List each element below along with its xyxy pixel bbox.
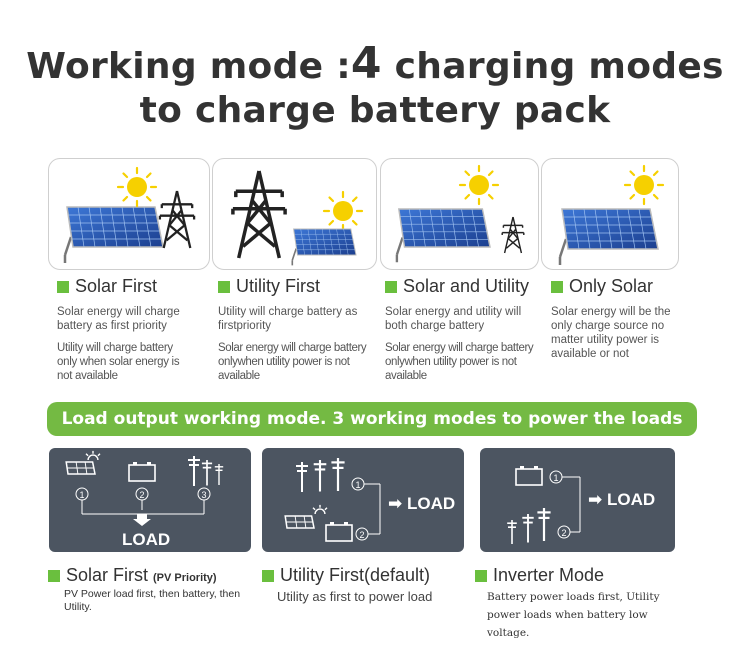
battery-icon <box>128 461 156 482</box>
green-square-icon <box>475 569 487 582</box>
load-mode-banner: Load output working mode. 3 working mode… <box>47 402 697 436</box>
green-square-icon <box>385 280 397 293</box>
svg-text:1: 1 <box>553 473 558 483</box>
mode-solar-and-utility-heading: Solar and Utility <box>385 276 529 297</box>
green-square-icon <box>48 569 60 582</box>
sun-icon <box>322 190 364 232</box>
arrow-right-icon: ➡ <box>388 494 403 513</box>
utility-pole-icon <box>312 458 328 493</box>
utility-pole-icon <box>536 506 552 543</box>
battery-icon <box>515 465 543 486</box>
load-mode-solar-first-desc: PV Power load first, then battery, then … <box>64 588 241 613</box>
utility-pole-icon <box>201 459 213 487</box>
load-mode-utility-first-heading: Utility First(default) <box>262 565 430 586</box>
sun-icon <box>85 450 101 461</box>
utility-pole-icon <box>521 513 535 544</box>
card-solar-and-utility <box>380 158 539 270</box>
load-label: ➡ LOAD <box>388 494 456 513</box>
green-square-icon <box>262 569 274 582</box>
load-mode-inverter-heading: Inverter Mode <box>475 565 604 586</box>
utility-pole-icon <box>295 461 309 493</box>
mode-solar-and-utility-desc2: Solar energy will charge battery onlywhe… <box>385 342 534 382</box>
mode-solar-first-desc1: Solar energy will charge battery as firs… <box>57 306 180 332</box>
svg-text:2: 2 <box>139 490 144 500</box>
mode-solar-first-desc2: Utility will charge battery only when so… <box>57 342 180 382</box>
sun-icon <box>623 164 665 206</box>
green-square-icon <box>57 280 69 293</box>
green-square-icon <box>218 280 230 293</box>
inverter-mode-diagram: 1 2 <box>506 465 581 545</box>
mode-utility-first-heading: Utility First <box>218 276 320 297</box>
mode-only-solar-desc: Solar energy will be the only charge sou… <box>551 306 671 360</box>
load-mode-utility-first-desc: Utility as first to power load <box>277 589 433 604</box>
utility-first-diagram: 1 2 <box>284 456 381 542</box>
sun-icon <box>312 504 328 515</box>
solar-panel-icon <box>291 228 357 267</box>
solar-tower-illustration <box>63 166 196 265</box>
only-solar-illustration <box>558 164 665 267</box>
page-title: Working mode :4 charging modes to charge… <box>0 42 750 133</box>
solar-panel-icon <box>284 515 315 529</box>
title-line-2: to charge battery pack <box>139 90 611 131</box>
svg-text:1: 1 <box>79 490 84 500</box>
load-mode-inverter-desc: Battery power loads first, Utility power… <box>487 591 660 639</box>
utility-pole-icon <box>506 519 518 545</box>
load-label: LOAD <box>122 530 171 549</box>
utility-pole-icon <box>214 463 224 486</box>
solar-panel-icon <box>558 207 660 267</box>
sun-icon <box>116 166 158 208</box>
arrow-right-icon: ➡ <box>588 490 603 509</box>
solar-utility-illustration <box>395 164 525 264</box>
mode-utility-first-desc1: Utility will charge battery as firstprio… <box>218 306 358 332</box>
load-panel-solar-first: 1 2 3 LOAD <box>49 448 251 552</box>
mode-only-solar-heading: Only Solar <box>551 276 653 297</box>
svg-text:1: 1 <box>355 480 360 490</box>
power-tower-icon <box>231 169 287 260</box>
svg-text:2: 2 <box>561 528 566 538</box>
load-mode-solar-first-heading: Solar First(PV Priority) <box>48 565 217 586</box>
arrow-down-icon <box>133 514 151 526</box>
svg-text:2: 2 <box>359 530 364 540</box>
load-panel-inverter-mode: 1 2 ➡ LOAD <box>480 448 675 552</box>
mode-solar-and-utility-desc1: Solar energy and utility will both charg… <box>385 306 522 332</box>
mode-solar-first-heading: Solar First <box>57 276 157 297</box>
svg-text:3: 3 <box>201 490 206 500</box>
sun-icon <box>458 164 500 206</box>
card-only-solar <box>541 158 679 270</box>
tower-solar-illustration <box>231 169 364 267</box>
solar-first-diagram: 1 2 3 <box>65 450 224 526</box>
card-solar-first <box>48 158 210 270</box>
power-tower-icon <box>158 189 196 250</box>
solar-panel-icon <box>63 205 165 265</box>
card-utility-first <box>212 158 377 270</box>
solar-panel-icon <box>395 207 492 264</box>
load-panel-utility-first: 1 2 ➡ LOAD <box>262 448 464 552</box>
utility-pole-icon <box>187 455 201 487</box>
battery-icon <box>325 521 353 542</box>
title-line-1: Working mode :4 charging modes <box>26 38 724 89</box>
green-square-icon <box>551 280 563 293</box>
utility-pole-icon <box>330 456 346 493</box>
load-label: ➡ LOAD <box>588 490 656 509</box>
power-tower-icon <box>501 216 525 254</box>
solar-panel-icon <box>65 461 96 475</box>
mode-utility-first-desc2: Solar energy will charge battery onlywhe… <box>218 342 367 382</box>
